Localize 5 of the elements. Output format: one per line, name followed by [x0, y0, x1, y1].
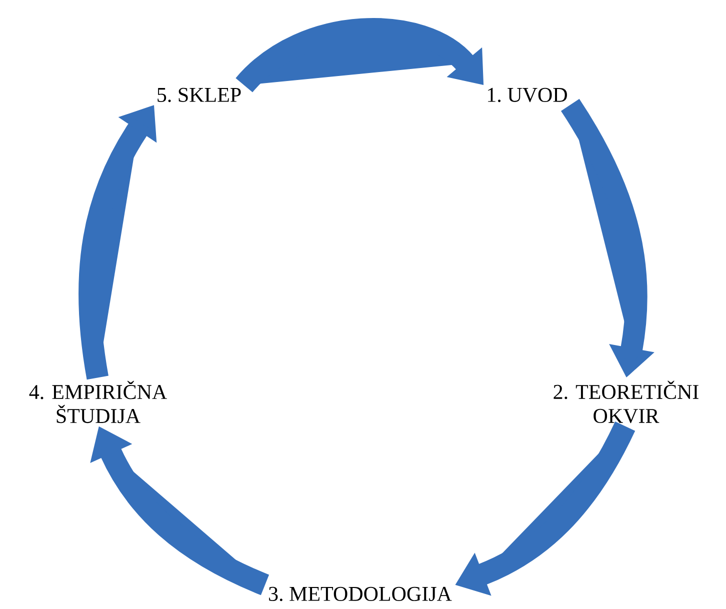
stage-label: 2. TEORETIČNI OKVIR — [554, 380, 698, 424]
stage-label: 4. EMPIRIČNA ŠTUDIJA — [29, 380, 167, 424]
stage-label: 3. METODOLOGIJA — [269, 586, 452, 602]
stage-label: 5. SKLEP — [158, 88, 241, 102]
stage-label: 1. UVOD — [488, 88, 567, 102]
